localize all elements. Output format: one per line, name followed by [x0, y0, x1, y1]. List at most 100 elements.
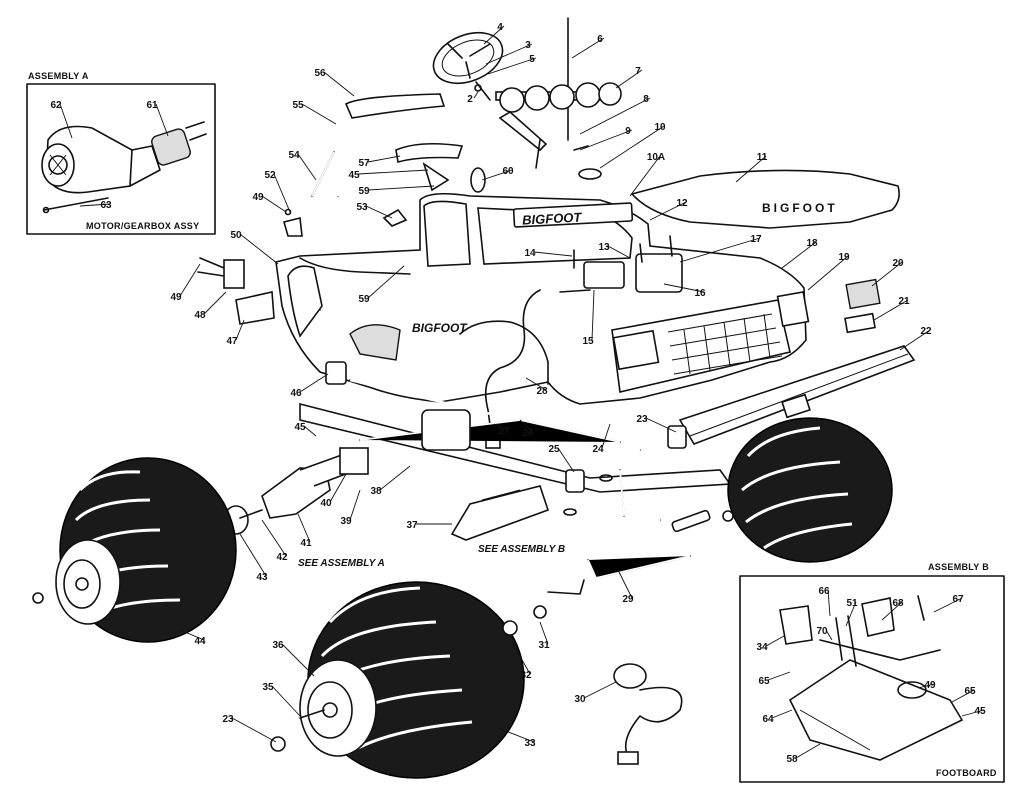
part-number-b49: 49	[924, 680, 936, 691]
leader-line-p52	[273, 173, 291, 213]
leader-line-p10a	[629, 155, 661, 197]
leader-line-p2	[473, 91, 479, 99]
part-number-p20: 20	[892, 258, 904, 269]
part-number-p47: 47	[226, 336, 238, 347]
part-number-p22: 22	[920, 326, 932, 337]
leader-line-b65b	[951, 689, 975, 703]
leader-line-p42	[261, 519, 287, 557]
part-number-p25: 25	[548, 444, 560, 455]
leader-line-p45b	[303, 425, 317, 437]
roof-light-bar	[495, 17, 622, 180]
part-number-p52: 52	[264, 170, 276, 181]
assembly-a-frame	[26, 83, 216, 235]
leader-line-p27	[493, 423, 509, 431]
part-number-p3: 3	[525, 40, 531, 51]
part-number-p59b: 59	[358, 294, 370, 305]
leader-line-p15	[591, 289, 595, 341]
part-number-p45a: 45	[348, 170, 360, 181]
leader-line-p50	[239, 233, 279, 265]
leader-line-p49a	[261, 195, 287, 213]
leader-line-p19	[807, 255, 849, 291]
leader-line-p60	[481, 169, 513, 181]
leader-line-p18	[781, 241, 817, 269]
front-bumper	[678, 345, 916, 445]
leader-line-p43	[239, 533, 267, 577]
leader-line-p8	[579, 97, 651, 135]
leader-line-p39	[349, 489, 361, 521]
leader-line-b70	[825, 629, 833, 641]
part-number-p45b: 45	[294, 422, 306, 433]
leader-line-p47	[235, 319, 245, 341]
leader-line-p63	[79, 203, 111, 207]
windshield-sign	[512, 202, 634, 228]
part-number-p55: 55	[292, 100, 304, 111]
headlight-left	[612, 329, 660, 371]
leader-line-p36	[281, 643, 315, 677]
leader-line-p35	[271, 685, 301, 717]
part-number-p23a: 23	[636, 414, 648, 425]
part-number-p49a: 49	[252, 192, 264, 203]
leader-line-p54	[297, 153, 317, 181]
part-number-p24: 24	[592, 444, 604, 455]
part-number-b51: 51	[846, 598, 858, 609]
leader-line-p13	[607, 245, 631, 259]
grille-slots	[667, 313, 783, 375]
part-number-p8: 8	[643, 94, 649, 105]
part-number-p2: 2	[467, 94, 473, 105]
part-number-p21: 21	[898, 296, 910, 307]
part-number-p30: 30	[574, 694, 586, 705]
part-number-p44: 44	[194, 636, 206, 647]
leader-line-p41	[297, 513, 311, 543]
part-number-p13: 13	[598, 242, 610, 253]
leader-line-p26	[519, 419, 533, 433]
leader-line-p21	[873, 299, 909, 321]
grille-frame	[611, 299, 791, 393]
part-number-p32: 32	[520, 670, 532, 681]
part-number-b65b: 65	[964, 686, 976, 697]
leader-line-p59b	[367, 265, 405, 299]
motor-gearbox-caption: MOTOR/GEARBOX ASSY	[86, 221, 199, 231]
foot-switch	[613, 663, 683, 765]
leader-line-b65a	[767, 671, 791, 681]
pedal-assembly	[450, 485, 711, 595]
leader-line-p44	[179, 629, 205, 641]
part-number-p7: 7	[635, 66, 641, 77]
light-bar-bracket	[498, 111, 548, 152]
leader-line-p33	[497, 727, 535, 743]
part-number-p59a: 59	[358, 186, 370, 197]
part-number-p10: 10	[654, 122, 666, 133]
leader-line-p9	[579, 129, 633, 151]
part-number-b66: 66	[818, 586, 830, 597]
leader-line-p17	[679, 237, 761, 263]
leader-line-p24	[601, 423, 611, 449]
leader-line-p22	[899, 329, 931, 351]
leader-line-p40	[329, 473, 347, 503]
leader-line-p20	[871, 261, 903, 287]
footboard-drawing	[779, 595, 964, 761]
assembly-b-frame	[739, 575, 1005, 783]
door-logo: BIGFOOT	[412, 321, 468, 335]
steering-wheel-group	[432, 31, 504, 101]
part-number-p28: 28	[536, 386, 548, 397]
windshield-logo: BIGFOOT	[522, 210, 583, 228]
part-number-p57: 57	[358, 158, 370, 169]
part-number-p36: 36	[272, 640, 284, 651]
assembly-a-caption: ASSEMBLY A	[28, 71, 89, 81]
leader-line-p10	[599, 125, 665, 169]
leader-line-p38	[379, 465, 411, 491]
part-number-p29: 29	[622, 594, 634, 605]
leader-line-p29	[617, 569, 633, 599]
leader-line-p46	[299, 373, 329, 393]
part-number-p41: 41	[300, 538, 312, 549]
leader-line-b66	[827, 589, 831, 617]
leader-line-p62	[59, 103, 73, 139]
leader-line-p55	[301, 103, 337, 125]
tire-rear-left	[32, 457, 237, 643]
part-number-p49b: 49	[170, 292, 182, 303]
part-number-p19: 19	[838, 252, 850, 263]
windshield-left	[423, 200, 471, 267]
fuel-cap	[578, 168, 602, 180]
part-number-p35: 35	[262, 682, 274, 693]
leader-line-p53	[365, 205, 393, 219]
